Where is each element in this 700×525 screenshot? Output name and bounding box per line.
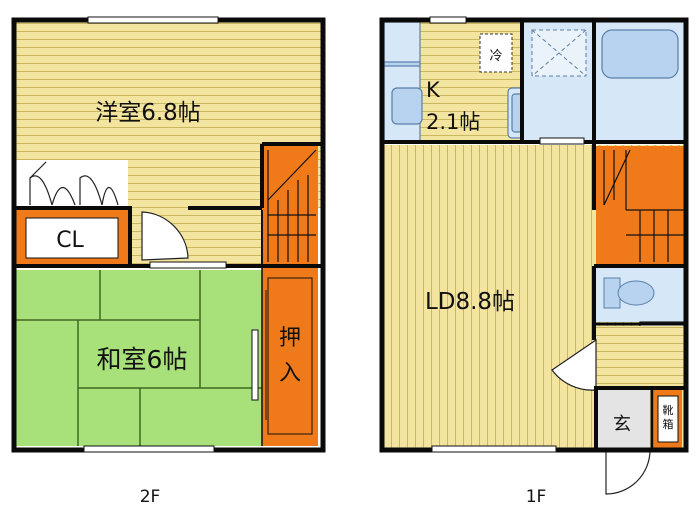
stairs-2f <box>261 146 318 266</box>
windows-1f <box>429 16 585 453</box>
entrance <box>598 390 682 495</box>
oshiire <box>261 268 318 446</box>
japanese-room-label: 和室6帖 <box>97 345 188 374</box>
stairs-1f <box>596 146 684 264</box>
windows-2f <box>83 16 259 453</box>
refrigerator-label: 冷 <box>489 49 502 64</box>
oshiire-label-1: 押 <box>279 326 301 351</box>
kitchen-label: K <box>426 78 441 102</box>
floor-1f <box>379 16 689 495</box>
bathroom <box>524 22 684 140</box>
western-room-label: 洋室6.8帖 <box>95 100 201 126</box>
entrance-label: 玄 <box>613 414 631 435</box>
closet-label: CL <box>56 228 84 253</box>
refrigerator-space <box>479 33 513 73</box>
kitchen-counter <box>383 21 535 143</box>
floor-2f-label: 2F <box>140 487 161 507</box>
floor-1f-label: 1F <box>526 487 547 507</box>
living-dining-label: LD8.8帖 <box>425 289 515 315</box>
shoe-box-label-1: 靴 <box>663 403 674 417</box>
oshiire-label-2: 入 <box>279 361 301 386</box>
floor-2f <box>11 16 326 453</box>
japanese-room <box>16 270 262 446</box>
shoe-box-label-2: 箱 <box>663 417 674 431</box>
wardrobe-doors <box>16 160 128 208</box>
hall-1f <box>596 326 684 386</box>
hall-door <box>141 211 189 261</box>
kitchen-size-label: 2.1帖 <box>426 110 480 134</box>
